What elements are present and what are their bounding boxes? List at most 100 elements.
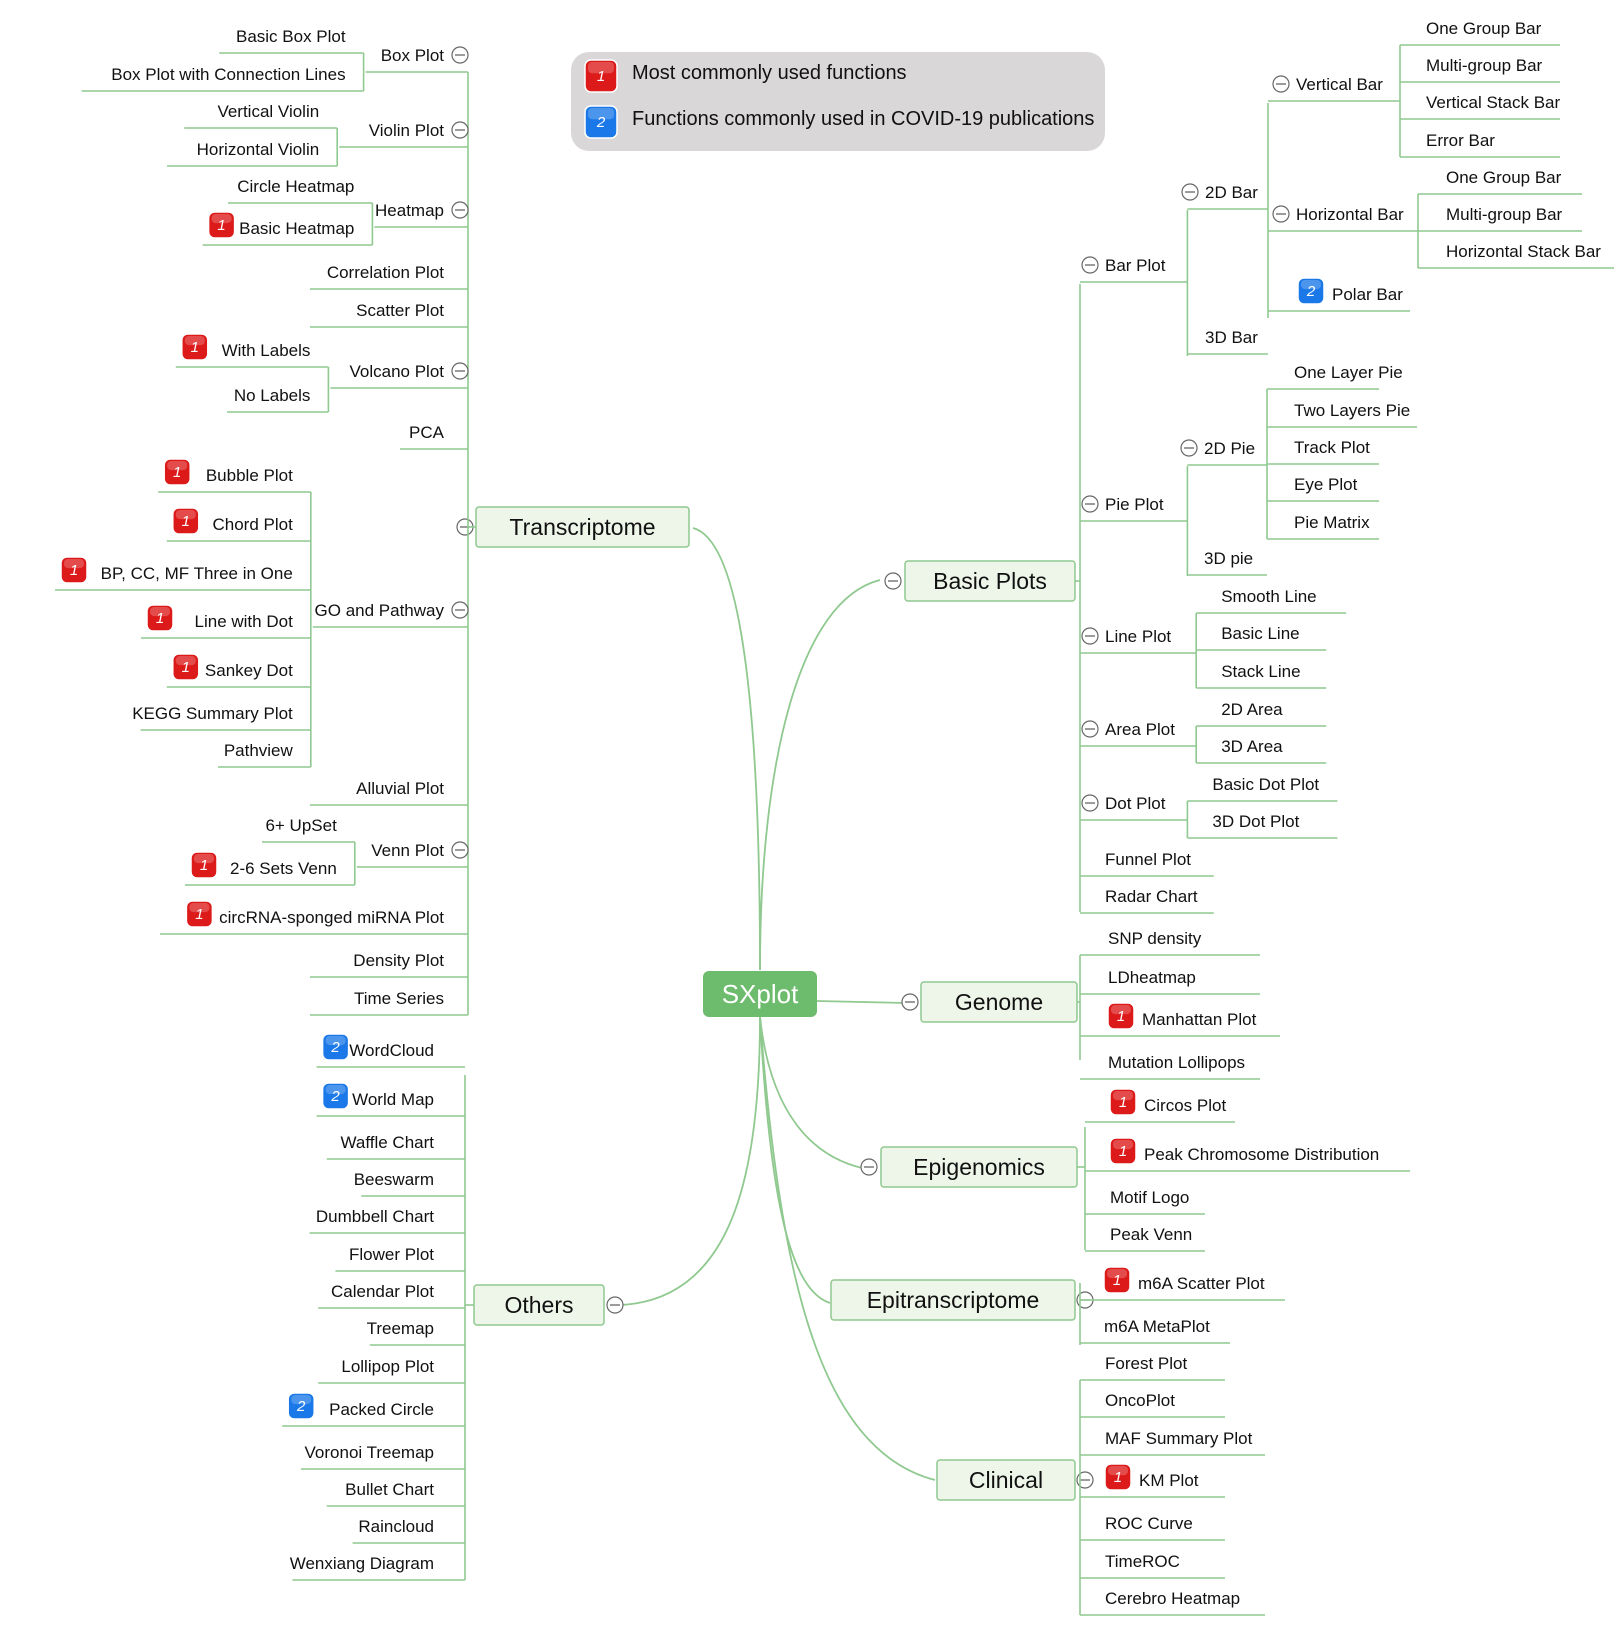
clinical-collapse-icon[interactable] — [1076, 1471, 1094, 1489]
node-lollipop-plot[interactable]: Lollipop Plot — [341, 1357, 434, 1376]
violin-plot-collapse-icon[interactable] — [451, 121, 469, 139]
node-roc-curve[interactable]: ROC Curve — [1105, 1514, 1193, 1533]
node-track-plot[interactable]: Track Plot — [1294, 438, 1370, 457]
node-eye-plot[interactable]: Eye Plot — [1294, 475, 1358, 494]
node-stack-line[interactable]: Stack Line — [1221, 662, 1300, 681]
node-waffle-chart[interactable]: Waffle Chart — [340, 1133, 434, 1152]
dot-plot-collapse-icon[interactable] — [1081, 794, 1099, 812]
node-horizontal-stack-bar[interactable]: Horizontal Stack Bar — [1446, 242, 1601, 261]
node-raincloud[interactable]: Raincloud — [358, 1517, 434, 1536]
node-m6a-scatter-plot[interactable]: m6A Scatter Plot — [1138, 1274, 1265, 1293]
node-circrna-sponged-mirna-plot[interactable]: circRNA-sponged miRNA Plot — [219, 908, 444, 927]
node-bullet-chart[interactable]: Bullet Chart — [345, 1480, 434, 1499]
node-correlation-plot[interactable]: Correlation Plot — [327, 263, 444, 282]
node-smooth-line[interactable]: Smooth Line — [1221, 587, 1316, 606]
node-mutation-lollipops[interactable]: Mutation Lollipops — [1108, 1053, 1245, 1072]
node-maf-summary-plot[interactable]: MAF Summary Plot — [1105, 1429, 1253, 1448]
vertical-bar-collapse-icon[interactable] — [1272, 75, 1290, 93]
node-world-map[interactable]: World Map — [352, 1090, 434, 1109]
node-cerebro-heatmap[interactable]: Cerebro Heatmap — [1105, 1589, 1240, 1608]
node-scatter-plot[interactable]: Scatter Plot — [356, 301, 444, 320]
node-3d-area[interactable]: 3D Area — [1221, 737, 1283, 756]
node-km-plot[interactable]: KM Plot — [1139, 1471, 1199, 1490]
main-node-clinical[interactable]: Clinical — [936, 1459, 1076, 1501]
genome-collapse-icon[interactable] — [901, 993, 919, 1011]
node-vertical-stack-bar[interactable]: Vertical Stack Bar — [1426, 93, 1561, 112]
bar-plot-collapse-icon[interactable] — [1081, 256, 1099, 274]
node-oncoplot[interactable]: OncoPlot — [1105, 1391, 1175, 1410]
node-calendar-plot[interactable]: Calendar Plot — [331, 1282, 434, 1301]
main-node-basic-plots[interactable]: Basic Plots — [904, 560, 1076, 602]
volcano-plot-collapse-icon[interactable] — [451, 362, 469, 380]
node-one-group-bar[interactable]: One Group Bar — [1426, 19, 1542, 38]
node-bubble-plot[interactable]: Bubble Plot — [206, 466, 293, 485]
node-basic-dot-plot[interactable]: Basic Dot Plot — [1212, 775, 1319, 794]
node-one-layer-pie[interactable]: One Layer Pie — [1294, 363, 1403, 382]
node-box-plot-with-connection-lines[interactable]: Box Plot with Connection Lines — [111, 65, 345, 84]
node-alluvial-plot[interactable]: Alluvial Plot — [356, 779, 444, 798]
box-plot-collapse-icon[interactable] — [451, 46, 469, 64]
node-multi-group-bar[interactable]: Multi-group Bar — [1426, 56, 1543, 75]
line-plot-collapse-icon[interactable] — [1081, 627, 1099, 645]
node-circos-plot[interactable]: Circos Plot — [1144, 1096, 1226, 1115]
node-circle-heatmap[interactable]: Circle Heatmap — [237, 177, 354, 196]
node-ldheatmap[interactable]: LDheatmap — [1108, 968, 1196, 987]
root-node[interactable]: SXplot — [703, 971, 817, 1017]
node-dumbbell-chart[interactable]: Dumbbell Chart — [316, 1207, 434, 1226]
node-pathview[interactable]: Pathview — [224, 741, 294, 760]
node-3d-dot-plot[interactable]: 3D Dot Plot — [1212, 812, 1299, 831]
main-node-genome[interactable]: Genome — [920, 981, 1078, 1023]
go-and-pathway-collapse-icon[interactable] — [451, 601, 469, 619]
node-error-bar[interactable]: Error Bar — [1426, 131, 1495, 150]
node-time-series[interactable]: Time Series — [354, 989, 444, 1008]
main-node-others[interactable]: Others — [473, 1284, 605, 1326]
node-timeroc[interactable]: TimeROC — [1105, 1552, 1180, 1571]
node-pie-matrix[interactable]: Pie Matrix — [1294, 513, 1370, 532]
node-multi-group-bar[interactable]: Multi-group Bar — [1446, 205, 1563, 224]
epigenomics-collapse-icon[interactable] — [860, 1158, 878, 1176]
main-node-epigenomics[interactable]: Epigenomics — [880, 1146, 1078, 1188]
2d-pie-collapse-icon[interactable] — [1180, 439, 1198, 457]
node-peak-venn[interactable]: Peak Venn — [1110, 1225, 1192, 1244]
node-3d-pie[interactable]: 3D pie — [1204, 549, 1253, 568]
node-with-labels[interactable]: With Labels — [222, 341, 311, 360]
node-vertical-violin[interactable]: Vertical Violin — [217, 102, 319, 121]
node-pca[interactable]: PCA — [409, 423, 445, 442]
node-beeswarm[interactable]: Beeswarm — [354, 1170, 434, 1189]
node-no-labels[interactable]: No Labels — [234, 386, 311, 405]
2d-bar-collapse-icon[interactable] — [1181, 183, 1199, 201]
main-node-epitranscriptome[interactable]: Epitranscriptome — [830, 1279, 1076, 1321]
node-snp-density[interactable]: SNP density — [1108, 929, 1202, 948]
main-node-transcriptome[interactable]: Transcriptome — [475, 506, 690, 548]
node-flower-plot[interactable]: Flower Plot — [349, 1245, 434, 1264]
node-one-group-bar[interactable]: One Group Bar — [1446, 168, 1562, 187]
venn-plot-collapse-icon[interactable] — [451, 841, 469, 859]
heatmap-collapse-icon[interactable] — [451, 201, 469, 219]
node-voronoi-treemap[interactable]: Voronoi Treemap — [305, 1443, 434, 1462]
basic-plots-collapse-icon[interactable] — [884, 572, 902, 590]
node-horizontal-violin[interactable]: Horizontal Violin — [197, 140, 320, 159]
pie-plot-collapse-icon[interactable] — [1081, 495, 1099, 513]
node-line-with-dot[interactable]: Line with Dot — [195, 612, 294, 631]
area-plot-collapse-icon[interactable] — [1081, 720, 1099, 738]
horizontal-bar-collapse-icon[interactable] — [1272, 205, 1290, 223]
node-kegg-summary-plot[interactable]: KEGG Summary Plot — [132, 704, 293, 723]
node-wordcloud[interactable]: WordCloud — [349, 1041, 434, 1060]
node-3d-bar[interactable]: 3D Bar — [1205, 328, 1258, 347]
node-forest-plot[interactable]: Forest Plot — [1105, 1354, 1187, 1373]
node-bp-cc-mf-three-in-one[interactable]: BP, CC, MF Three in One — [101, 564, 293, 583]
node-basic-heatmap[interactable]: Basic Heatmap — [239, 219, 354, 238]
node-basic-line[interactable]: Basic Line — [1221, 624, 1299, 643]
node-wenxiang-diagram[interactable]: Wenxiang Diagram — [290, 1554, 434, 1573]
node-basic-box-plot[interactable]: Basic Box Plot — [236, 27, 346, 46]
node-sankey-dot[interactable]: Sankey Dot — [205, 661, 293, 680]
node-2d-area[interactable]: 2D Area — [1221, 700, 1283, 719]
node-density-plot[interactable]: Density Plot — [353, 951, 444, 970]
node-packed-circle[interactable]: Packed Circle — [329, 1400, 434, 1419]
node-manhattan-plot[interactable]: Manhattan Plot — [1142, 1010, 1257, 1029]
node-2-6-sets-venn[interactable]: 2-6 Sets Venn — [230, 859, 337, 878]
node-chord-plot[interactable]: Chord Plot — [212, 515, 293, 534]
node-two-layers-pie[interactable]: Two Layers Pie — [1294, 401, 1410, 420]
node-polar-bar[interactable]: Polar Bar — [1332, 285, 1403, 304]
node-treemap[interactable]: Treemap — [367, 1319, 434, 1338]
